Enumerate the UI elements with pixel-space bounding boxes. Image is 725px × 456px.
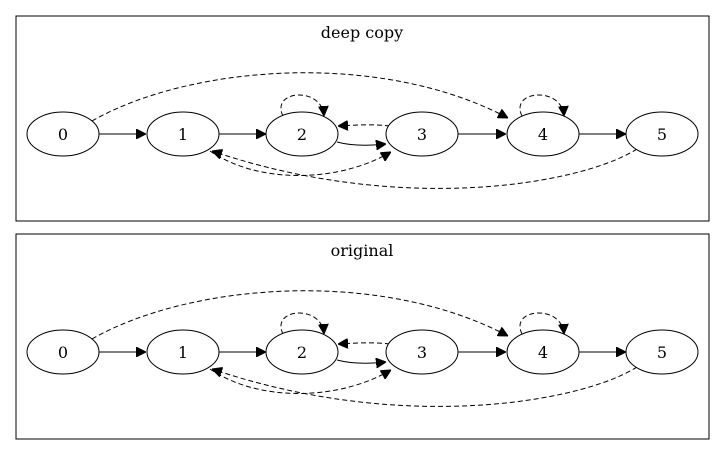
cluster-deep-copy-label: deep copy bbox=[321, 23, 403, 42]
edge-2-2 bbox=[280, 94, 324, 116]
node-1: 1 bbox=[146, 329, 220, 375]
node-3-label: 3 bbox=[417, 343, 427, 362]
edge-3-2 bbox=[338, 343, 391, 344]
node-5-shape bbox=[625, 329, 699, 375]
node-3: 3 bbox=[385, 329, 459, 375]
edge-4-4 bbox=[519, 94, 564, 116]
cluster-deep-copy: deep copy 0 1 2 bbox=[15, 15, 710, 222]
node-2-label: 2 bbox=[297, 125, 307, 144]
edge-2-3 bbox=[336, 142, 386, 145]
node-0-label: 0 bbox=[58, 343, 68, 362]
node-1-label: 1 bbox=[178, 343, 188, 362]
cluster-original-label: original bbox=[331, 241, 394, 260]
node-5: 5 bbox=[625, 329, 699, 375]
node-2-label: 2 bbox=[297, 343, 307, 362]
edge-2-2 bbox=[280, 312, 324, 334]
node-3: 3 bbox=[385, 111, 459, 157]
node-0-shape bbox=[26, 329, 100, 375]
node-2: 2 bbox=[265, 111, 339, 157]
node-4: 4 bbox=[506, 111, 580, 157]
node-2: 2 bbox=[265, 329, 339, 375]
node-0-label: 0 bbox=[58, 125, 68, 144]
edge-2-3 bbox=[336, 360, 386, 363]
node-3-shape bbox=[385, 111, 459, 157]
edge-5-1 bbox=[212, 366, 638, 407]
node-3-shape bbox=[385, 329, 459, 375]
cluster-original-border bbox=[15, 233, 710, 440]
node-1-label: 1 bbox=[178, 125, 188, 144]
node-5: 5 bbox=[625, 111, 699, 157]
node-5-shape bbox=[625, 111, 699, 157]
edge-0-4 bbox=[91, 290, 508, 340]
node-1-shape bbox=[146, 329, 220, 375]
node-5-label: 5 bbox=[657, 343, 667, 362]
node-4: 4 bbox=[506, 329, 580, 375]
node-1-shape bbox=[146, 111, 220, 157]
node-4-label: 4 bbox=[538, 343, 548, 362]
cluster-deep-copy-edges bbox=[91, 72, 638, 189]
node-3-label: 3 bbox=[417, 125, 427, 144]
node-1: 1 bbox=[146, 111, 220, 157]
cluster-original-edges bbox=[91, 290, 638, 407]
node-4-shape bbox=[506, 329, 580, 375]
edge-5-1 bbox=[212, 148, 638, 189]
cluster-original: original 0 1 2 bbox=[15, 233, 710, 440]
node-2-shape bbox=[265, 111, 339, 157]
cluster-deep-copy-border bbox=[15, 15, 710, 222]
node-0: 0 bbox=[26, 111, 100, 157]
node-4-shape bbox=[506, 111, 580, 157]
node-0-shape bbox=[26, 111, 100, 157]
node-2-shape bbox=[265, 329, 339, 375]
edge-4-4 bbox=[519, 312, 564, 334]
node-4-label: 4 bbox=[538, 125, 548, 144]
node-5-label: 5 bbox=[657, 125, 667, 144]
node-0: 0 bbox=[26, 329, 100, 375]
edge-0-4 bbox=[91, 72, 508, 122]
edge-3-2 bbox=[338, 125, 391, 126]
